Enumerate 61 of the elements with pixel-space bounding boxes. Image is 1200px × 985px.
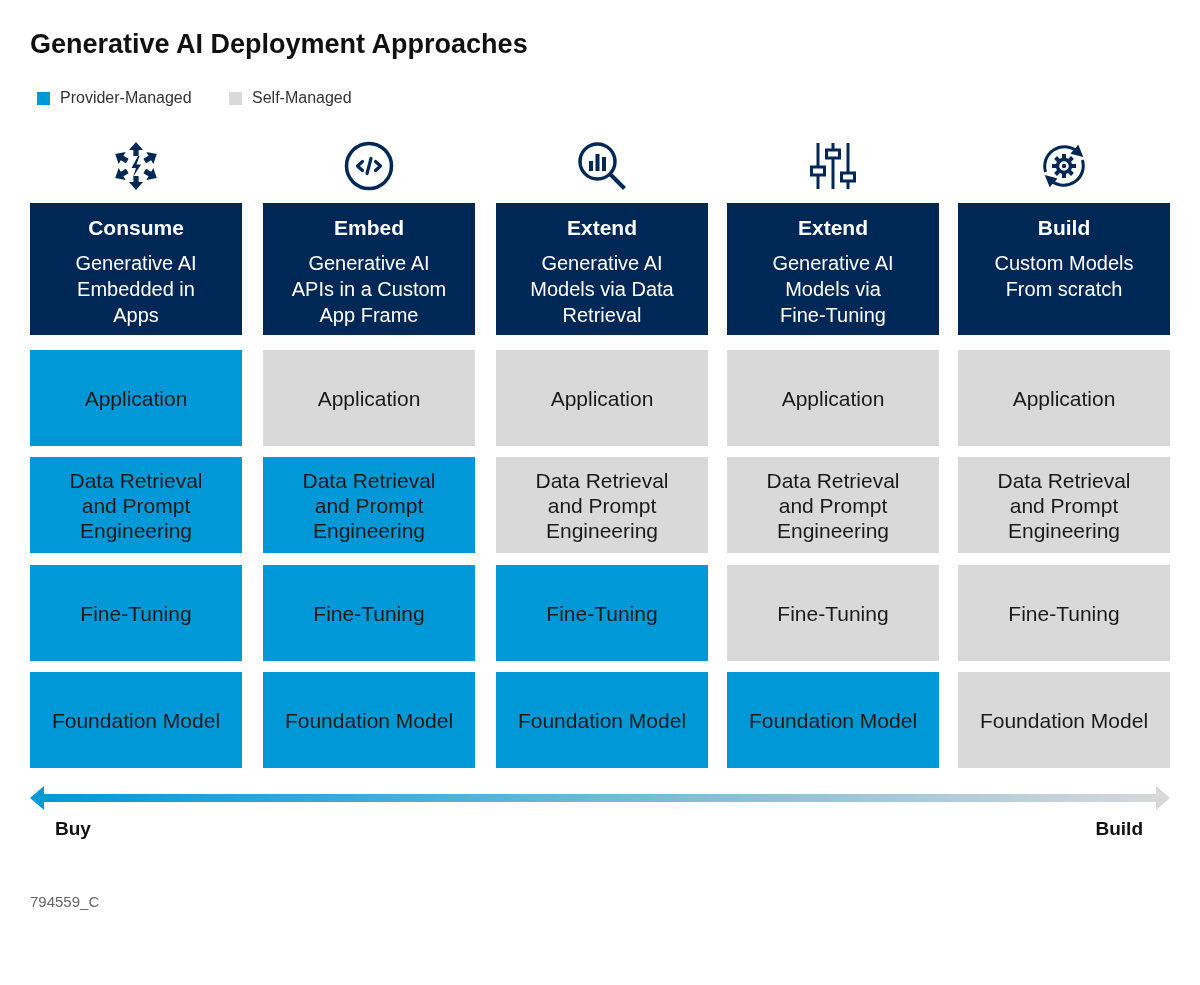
layer-label: Data Retrieval and Prompt Engineering [996, 467, 1132, 543]
approach-description: Generative AI Models via Fine-Tuning [771, 251, 895, 328]
layer-box [263, 350, 475, 446]
layer-label: Fine-Tuning [777, 600, 889, 626]
layer-box [30, 672, 242, 768]
approach-heading: Extend [798, 215, 868, 241]
approach-description: Custom Models From scratch [993, 251, 1135, 302]
layer-box [30, 457, 242, 553]
scale-end-label: Build [1095, 817, 1143, 841]
title: Generative AI Deployment Approaches [30, 28, 528, 61]
layer-box [496, 565, 708, 661]
layer-box [263, 565, 475, 661]
approach-header-box [958, 203, 1170, 335]
layer-box [30, 565, 242, 661]
approach-heading: Build [1037, 215, 1091, 241]
layer-box [727, 672, 939, 768]
layer-label: Foundation Model [517, 707, 687, 733]
layer-label: Fine-Tuning [80, 600, 192, 626]
approach-description: Generative AI APIs in a Custom App Frame [290, 251, 448, 328]
layer-box [958, 565, 1170, 661]
layer-label: Foundation Model [284, 707, 454, 733]
layer-label: Data Retrieval and Prompt Engineering [765, 467, 901, 543]
layer-label: Data Retrieval and Prompt Engineering [534, 467, 670, 543]
layer-box [496, 672, 708, 768]
layer-box [496, 457, 708, 553]
approach-header-box [30, 203, 242, 335]
layer-box [958, 672, 1170, 768]
layer-box [727, 350, 939, 446]
figure-id: 794559_C [30, 892, 100, 912]
layer-label: Data Retrieval and Prompt Engineering [68, 467, 204, 543]
approach-heading: Consume [88, 215, 184, 241]
layer-box [958, 457, 1170, 553]
layer-label: Data Retrieval and Prompt Engineering [301, 467, 437, 543]
legend-label: Provider-Managed [60, 88, 192, 108]
layer-label: Fine-Tuning [1008, 600, 1120, 626]
layer-box [727, 565, 939, 661]
layer-label: Application [84, 385, 188, 411]
approach-heading: Extend [567, 215, 637, 241]
approach-header-box [727, 203, 939, 335]
layer-label: Foundation Model [979, 707, 1149, 733]
layer-label: Application [781, 385, 885, 411]
approach-description: Generative AI Embedded in Apps [74, 251, 198, 328]
layer-label: Fine-Tuning [546, 600, 658, 626]
scale-end-label: Buy [55, 817, 91, 841]
layer-label: Application [1012, 385, 1116, 411]
layer-box [496, 350, 708, 446]
approach-description: Generative AI Models via Data Retrieval [529, 251, 675, 328]
layer-box [727, 457, 939, 553]
approach-heading: Embed [334, 215, 404, 241]
layer-label: Fine-Tuning [313, 600, 425, 626]
layer-label: Foundation Model [748, 707, 918, 733]
layer-label: Application [550, 385, 654, 411]
approach-header-box [263, 203, 475, 335]
layer-label: Application [317, 385, 421, 411]
legend-label: Self-Managed [252, 88, 352, 108]
approach-header-box [496, 203, 708, 335]
layer-box [30, 350, 242, 446]
layer-box [958, 350, 1170, 446]
layer-box [263, 672, 475, 768]
layer-box [263, 457, 475, 553]
layer-label: Foundation Model [51, 707, 221, 733]
